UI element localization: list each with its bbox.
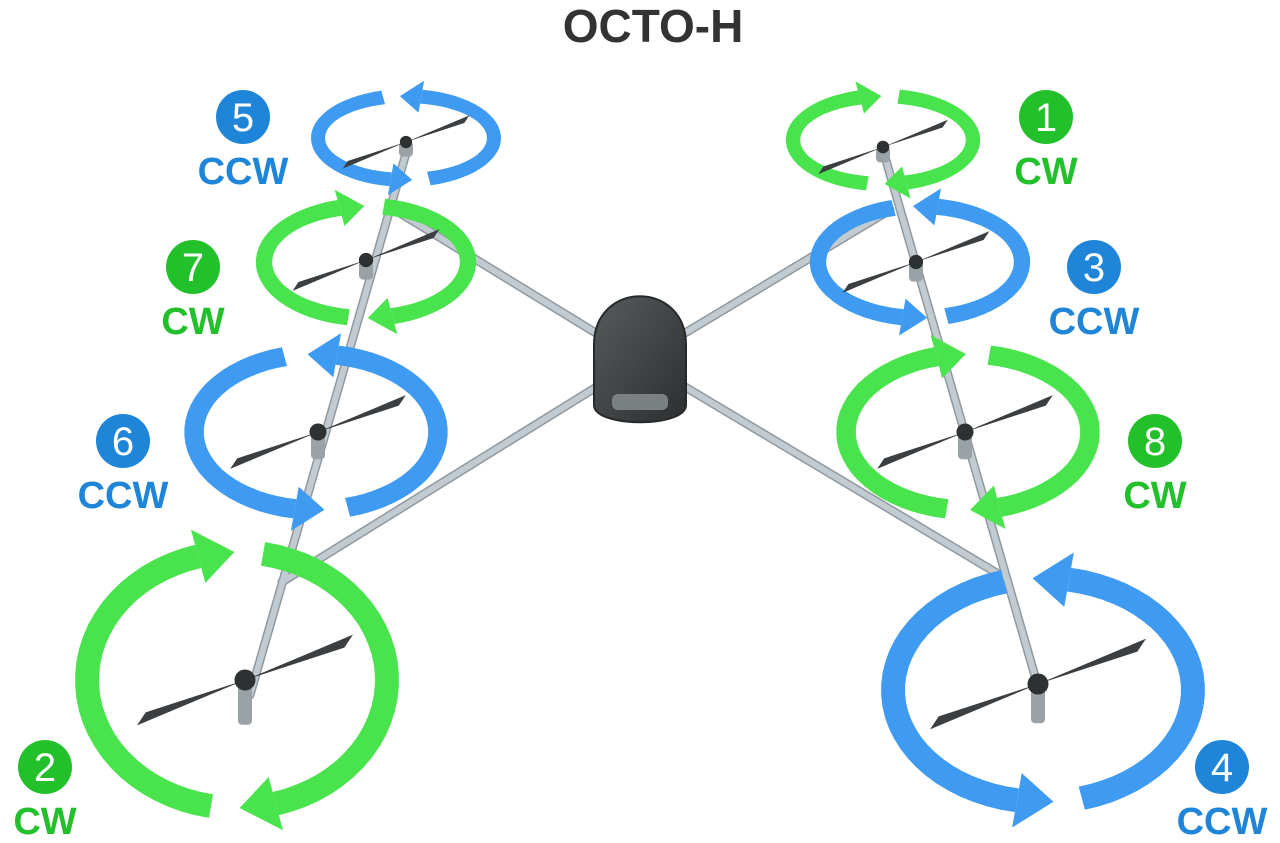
propeller-8 [877, 395, 1053, 469]
motor-direction-2: CW [13, 801, 76, 843]
propeller-3 [842, 231, 990, 293]
motor-number-4: 4 [1211, 746, 1233, 790]
rotor-5 [311, 80, 501, 196]
motor-number-3: 3 [1083, 246, 1105, 290]
rotors [75, 80, 1205, 831]
propeller-2 [137, 634, 353, 726]
motor-label-8: 8CW [1123, 414, 1187, 517]
diagram-title: OCTO-H [563, 0, 744, 52]
propeller-5 [342, 115, 470, 169]
motor-badge-7 [166, 240, 220, 294]
rotor-8 [836, 334, 1100, 530]
motor-badge-3 [1067, 240, 1121, 294]
motor-direction-5: CCW [198, 151, 289, 193]
motor-label-2: 2CW [13, 740, 77, 843]
rotor-1 [785, 81, 981, 199]
propeller-4 [930, 638, 1146, 730]
rotor-4 [881, 552, 1205, 828]
motor-label-1: 1CW [1014, 90, 1078, 193]
motor-number-6: 6 [112, 420, 134, 464]
rotor-7 [255, 189, 477, 335]
frame-arms [245, 145, 1042, 700]
motor-badge-5 [216, 90, 270, 144]
motor-number-8: 8 [1144, 420, 1166, 464]
flight-controller-body [593, 295, 687, 424]
propeller-1 [818, 119, 948, 175]
motor-direction-8: CW [1123, 475, 1186, 517]
motor-direction-1: CW [1014, 151, 1077, 193]
motor-direction-6: CCW [78, 475, 169, 517]
motor-direction-4: CCW [1177, 801, 1268, 843]
motor-direction-7: CW [161, 301, 224, 343]
motor-badge-6 [96, 414, 150, 468]
motor-badge-8 [1128, 414, 1182, 468]
motor-badge-1 [1019, 90, 1073, 144]
propeller-7 [292, 229, 440, 291]
motor-label-7: 7CW [161, 240, 225, 343]
motor-direction-3: CCW [1049, 301, 1140, 343]
rotor-6 [184, 333, 448, 531]
motor-number-7: 7 [182, 246, 204, 290]
motor-badge-2 [18, 740, 72, 794]
motor-badge-4 [1195, 740, 1249, 794]
rotor-3 [809, 188, 1031, 336]
motor-number-2: 2 [34, 746, 56, 790]
motor-number-1: 1 [1035, 96, 1057, 140]
propeller-6 [230, 395, 406, 469]
rotor-2 [75, 529, 399, 831]
motor-number-5: 5 [232, 96, 254, 140]
